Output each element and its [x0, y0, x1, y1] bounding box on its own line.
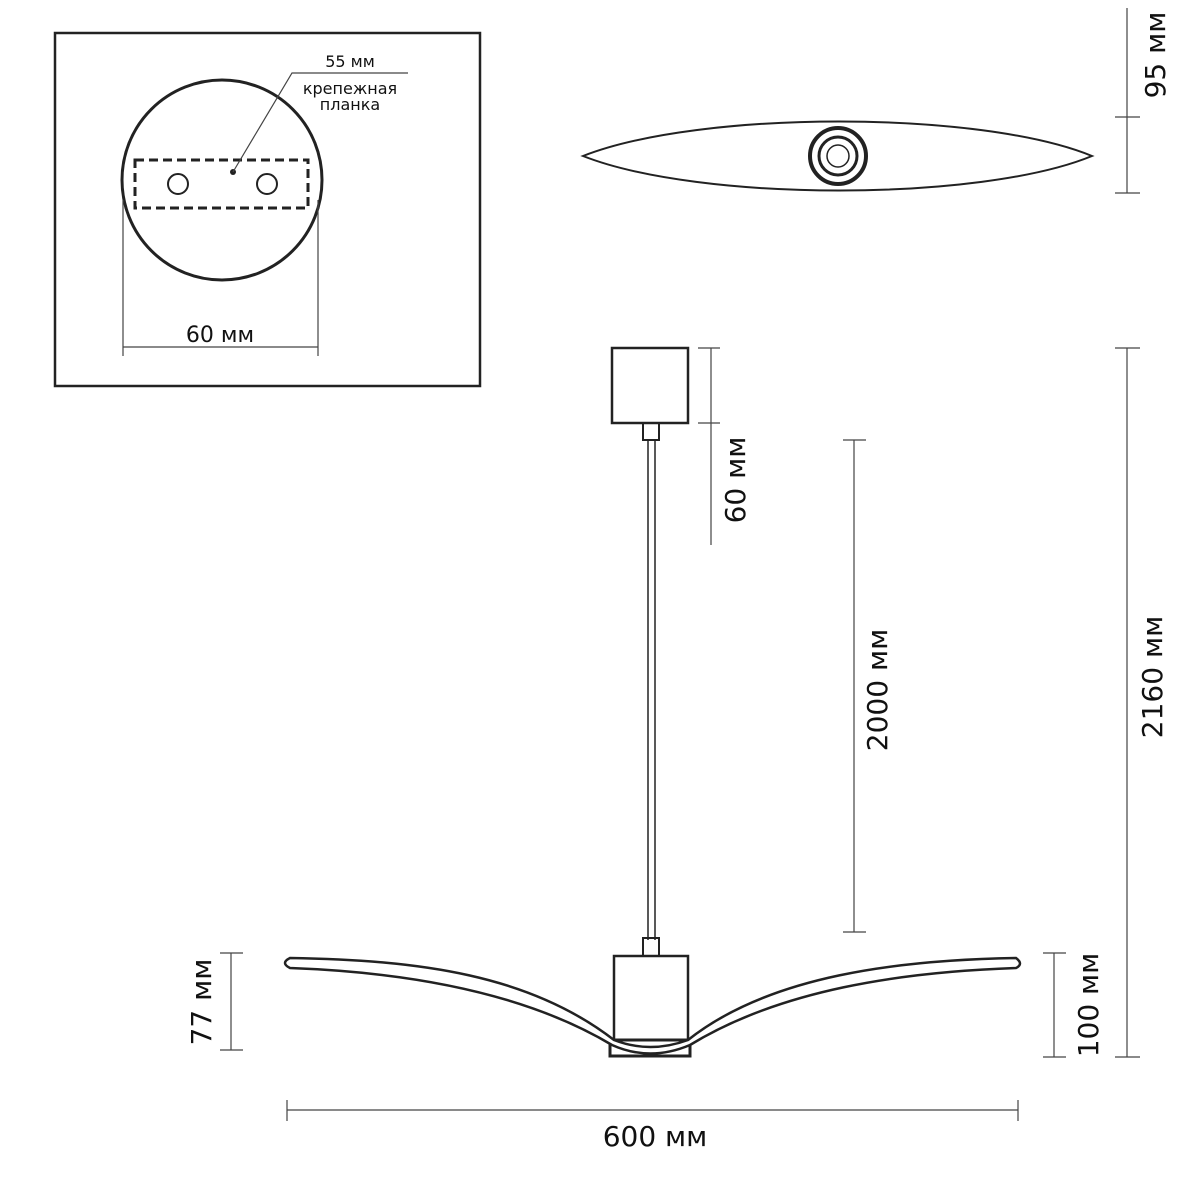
mounting-detail-inset: 55 мм крепежная планка 60 мм	[53, 31, 482, 388]
lamp-body	[612, 954, 690, 1042]
cable-length-label: 2000 мм	[861, 629, 894, 751]
lamp-base	[608, 1038, 692, 1058]
plate-caption-line1: крепежная	[303, 79, 397, 98]
total-height-label: 2160 мм	[1136, 616, 1169, 738]
cable-clamp-top	[642, 422, 660, 441]
mounting-plate-dashed	[133, 158, 310, 210]
inset-frame	[53, 31, 482, 388]
ceiling-canopy	[610, 346, 690, 425]
body-height-label: 100 мм	[1072, 953, 1105, 1058]
width-label: 600 мм	[603, 1120, 708, 1153]
wing-height-label: 77 мм	[185, 959, 218, 1046]
top-height-label: 95 мм	[1139, 12, 1172, 99]
mounting-hole-left	[167, 173, 189, 195]
plate-width-label: 55 мм	[325, 52, 375, 71]
canopy-circle	[120, 78, 324, 282]
canopy-diameter-label: 60 мм	[186, 323, 254, 348]
top-view-cable-ring-inner	[817, 135, 859, 177]
side-view: 60 мм 2000 мм 2160 мм 100 мм 77 мм 600 м…	[185, 346, 1169, 1153]
mounting-hole-right	[256, 173, 278, 195]
cable-clamp-bottom	[642, 937, 660, 957]
top-view-cable-ring-outer	[808, 126, 868, 186]
plate-caption-line2: планка	[320, 95, 380, 114]
wing-shape	[283, 956, 1022, 1055]
top-view-cable-hole	[826, 144, 850, 168]
top-view: 95 мм	[580, 8, 1172, 194]
plate-leader-line	[232, 72, 408, 173]
top-view-outline	[580, 120, 1095, 192]
canopy-height-label: 60 мм	[719, 437, 752, 524]
